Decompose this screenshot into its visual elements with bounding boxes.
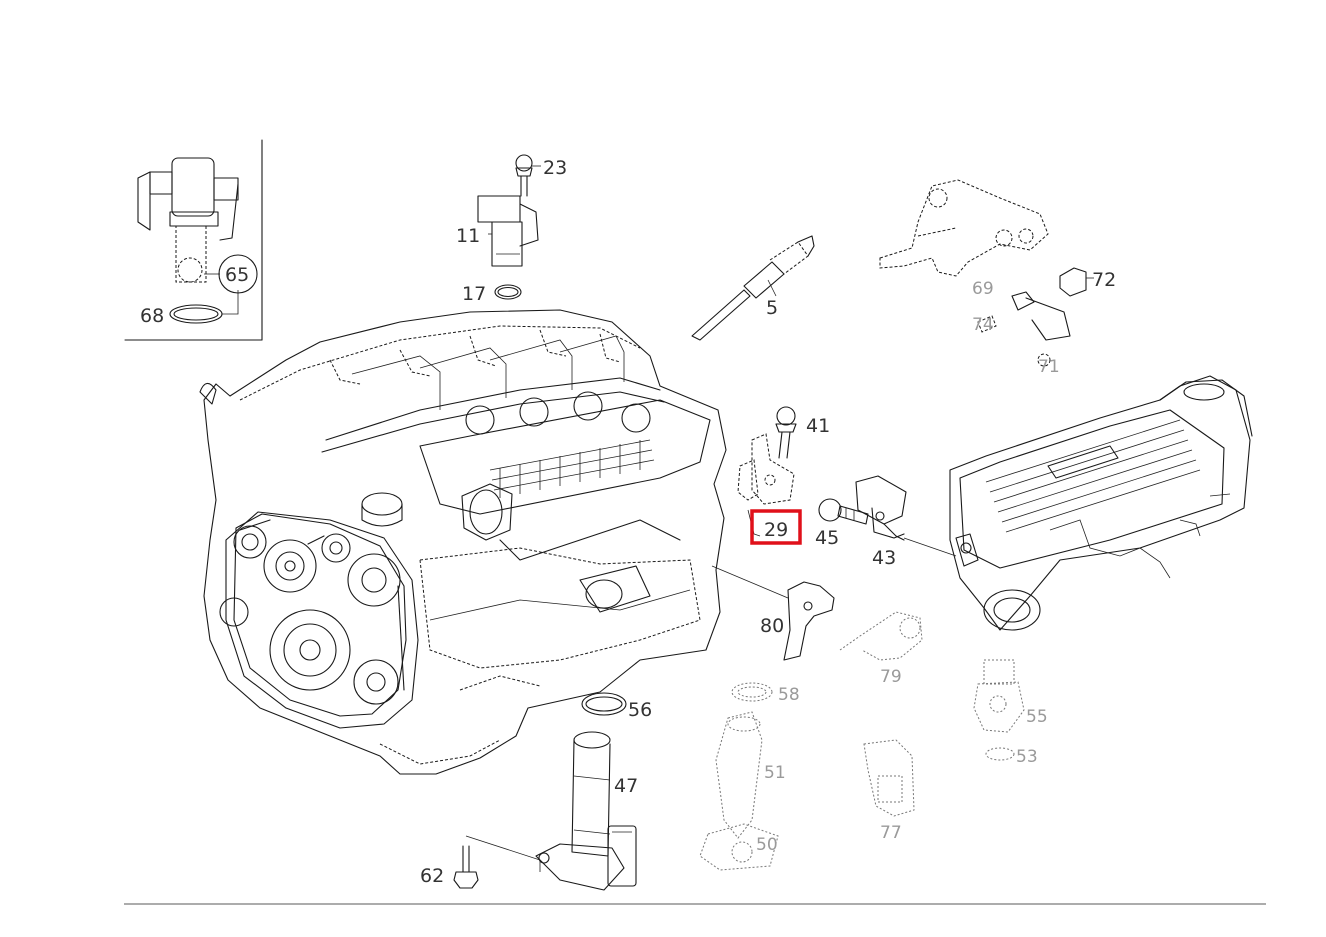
callout-62[interactable]: 62 — [420, 865, 444, 887]
callout-68[interactable]: 68 — [140, 305, 164, 327]
seal-ring-part-68[interactable] — [169, 290, 239, 324]
charge-air-cooler — [949, 375, 1253, 631]
callout-72[interactable]: 72 — [1092, 269, 1116, 291]
callout-80[interactable]: 80 — [760, 615, 784, 637]
bolt-part-23[interactable] — [515, 154, 541, 197]
callout-50[interactable]: 50 — [756, 835, 778, 855]
sensor-part-47[interactable] — [535, 731, 637, 891]
callout-5[interactable]: 5 — [766, 297, 778, 319]
bolt-part-45[interactable] — [818, 498, 869, 525]
callout-53[interactable]: 53 — [1016, 747, 1038, 767]
callout-51[interactable]: 51 — [764, 763, 786, 783]
callout-65[interactable]: 65 — [225, 264, 249, 286]
bracket-part-29[interactable] — [737, 433, 795, 537]
sensor-part-55[interactable] — [973, 659, 1025, 733]
callout-43[interactable]: 43 — [872, 547, 896, 569]
callout-45[interactable]: 45 — [815, 527, 839, 549]
housing-upper-right — [879, 179, 1049, 277]
fitting-part-74[interactable] — [977, 315, 997, 333]
oil-level-sensor-part-65[interactable] — [137, 157, 239, 283]
sensor-part-77[interactable] — [863, 739, 915, 817]
bolt-part-41[interactable] — [775, 406, 797, 459]
inset-frame — [124, 139, 263, 341]
sensor-part-51[interactable] — [699, 711, 779, 871]
plug-part-72[interactable] — [1059, 267, 1094, 297]
temp-sensor-part-71[interactable] — [1011, 291, 1071, 367]
callout-71[interactable]: 71 — [1038, 357, 1060, 377]
callout-69[interactable]: 69 — [972, 279, 994, 299]
glow-plug-part-5[interactable] — [691, 235, 815, 341]
highlight-box-29 — [750, 509, 802, 545]
callout-56[interactable]: 56 — [628, 699, 652, 721]
sensor-part-11[interactable] — [477, 195, 539, 267]
seal-part-53[interactable] — [985, 747, 1015, 761]
o-ring-part-56[interactable] — [581, 692, 627, 716]
callout-55[interactable]: 55 — [1026, 707, 1048, 727]
callout-58[interactable]: 58 — [778, 685, 800, 705]
bolt-part-62[interactable] — [453, 835, 541, 889]
callout-circle-65 — [218, 254, 258, 294]
callout-29[interactable]: 29 — [764, 519, 788, 541]
callout-47[interactable]: 47 — [614, 775, 638, 797]
bracket-part-80[interactable] — [711, 565, 835, 661]
callout-41[interactable]: 41 — [806, 415, 830, 437]
seal-part-58[interactable] — [731, 682, 773, 702]
cable-part-79[interactable] — [839, 611, 923, 661]
engine-block — [199, 309, 727, 775]
callout-23[interactable]: 23 — [543, 157, 567, 179]
o-ring-part-17[interactable] — [494, 284, 522, 300]
pressure-sensor-part-43[interactable] — [855, 475, 957, 557]
callout-17[interactable]: 17 — [462, 283, 486, 305]
callout-77[interactable]: 77 — [880, 823, 902, 843]
callout-74[interactable]: 74 — [972, 315, 994, 335]
callout-79[interactable]: 79 — [880, 667, 902, 687]
callout-11[interactable]: 11 — [456, 225, 480, 247]
